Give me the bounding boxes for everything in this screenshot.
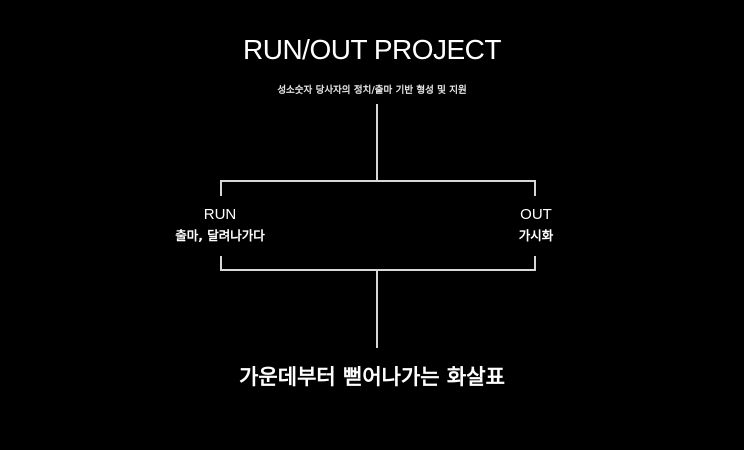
- run-description: 출마, 달려나가다: [175, 228, 265, 243]
- top-bracket-horizontal: [220, 180, 536, 182]
- top-bracket-left-tick: [220, 180, 222, 196]
- out-description: 가시화: [518, 228, 554, 243]
- top-stem-line: [376, 104, 378, 182]
- run-label: RUN: [203, 206, 237, 223]
- run-branch: RUN 출마, 달려나가다: [150, 206, 290, 244]
- bottom-bracket-left-tick: [220, 256, 222, 271]
- diagram-caption: 가운데부터 뻗어나가는 화살표: [239, 365, 505, 389]
- out-branch: OUT 가시화: [496, 206, 576, 244]
- out-label: OUT: [520, 206, 552, 223]
- bottom-stem-line: [376, 269, 378, 348]
- bottom-bracket-horizontal: [220, 269, 536, 271]
- project-subtitle: 성소숫자 당사자의 정치/출마 기반 형성 및 지원: [277, 85, 467, 96]
- bottom-bracket-right-tick: [534, 256, 536, 271]
- top-bracket-right-tick: [534, 180, 536, 196]
- project-title: RUN/OUT PROJECT: [243, 34, 502, 65]
